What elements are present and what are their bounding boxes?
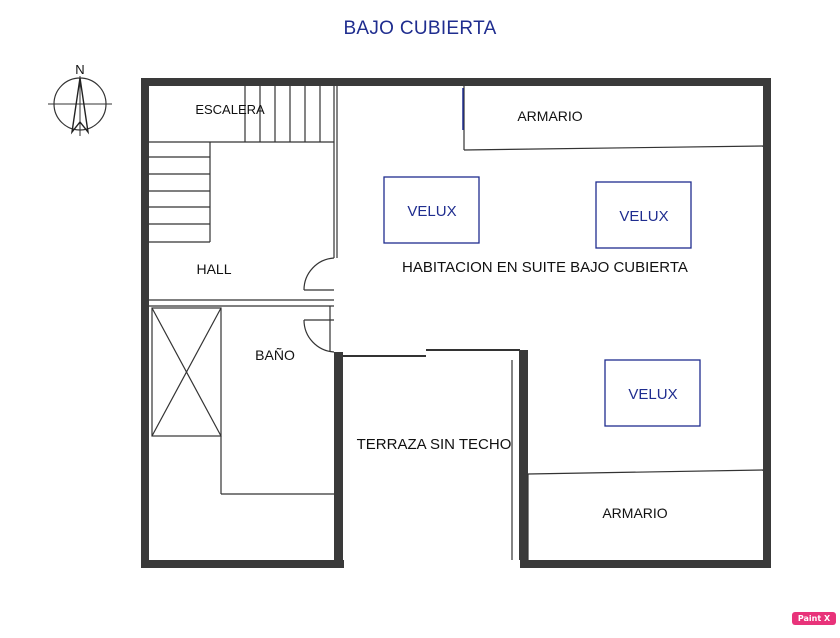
room-label-terraza: TERRAZA SIN TECHO [357, 436, 512, 453]
plan-title: BAJO CUBIERTA [343, 18, 497, 39]
velux-label: VELUX [407, 203, 456, 220]
velux-window-2: VELUX [595, 181, 692, 249]
compass-label: N [75, 62, 84, 77]
room-label-hall: HALL [196, 261, 231, 277]
watermark-badge: Paint X lite [792, 612, 836, 636]
interior-walls [149, 86, 764, 560]
outer-walls [141, 78, 771, 568]
room-label-habitacion: HABITACION EN SUITE BAJO CUBIERTA [402, 259, 688, 276]
room-label-armario-top: ARMARIO [517, 108, 582, 124]
room-label-bano: BAÑO [255, 347, 295, 363]
compass-north-icon: N [48, 62, 112, 136]
room-label-escalera: ESCALERA [195, 102, 265, 117]
velux-label: VELUX [628, 386, 677, 403]
room-label-armario-bottom: ARMARIO [602, 505, 667, 521]
velux-label: VELUX [619, 208, 668, 225]
velux-window-1: VELUX [383, 176, 480, 244]
velux-window-3: VELUX [604, 359, 701, 427]
